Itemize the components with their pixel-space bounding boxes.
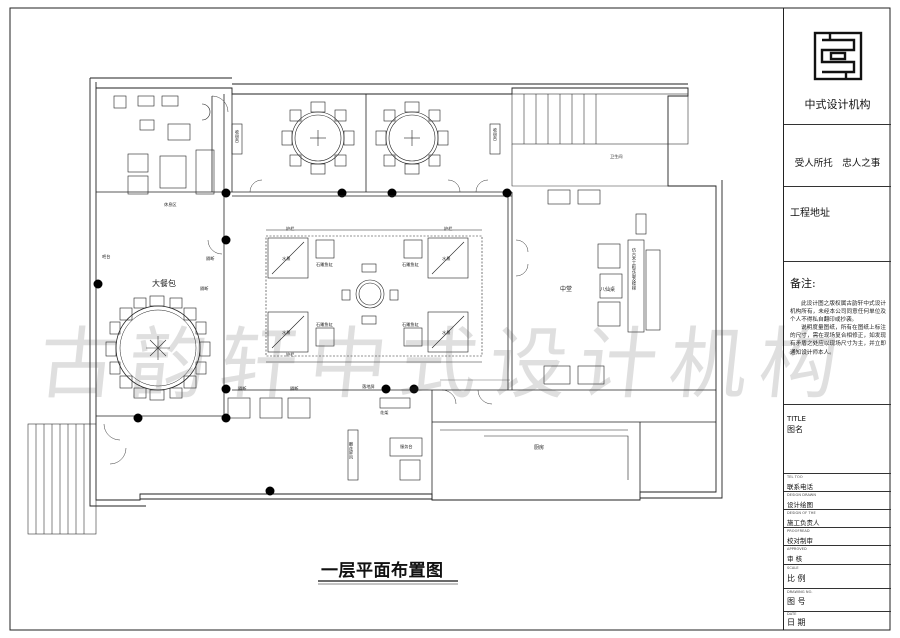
motto: 受人所托 忠人之事: [794, 158, 881, 169]
label-eight-immortals-table: 八仙桌: [600, 287, 616, 293]
exterior-walls: [89, 77, 723, 507]
sheet-border: [9, 7, 891, 631]
project-address-label: 工程地址: [790, 208, 830, 219]
tb-divider: [784, 564, 891, 565]
label-water-tank: 水景: [282, 256, 291, 261]
rest-area-furniture: [127, 149, 215, 195]
big-round-table: [105, 295, 211, 401]
label-stone-trough2: 石雕鱼缸: [402, 262, 419, 267]
label-stone-trough3: 石雕鱼缸: [316, 322, 333, 327]
row-en: TEL TOO: [787, 475, 803, 479]
row-en: APPROVED: [787, 547, 807, 551]
logo-icon: [813, 31, 863, 81]
interior-walls: [96, 94, 716, 494]
row-cn: 图 号: [787, 597, 806, 606]
row-en: DESIGN DRAWN: [787, 493, 817, 497]
dimension-lines: [270, 195, 510, 381]
label-hall: 中堂: [560, 286, 573, 293]
label-stone-trough: 石雕鱼缸: [316, 262, 333, 267]
plan-title: 一层平面布置图: [321, 561, 444, 581]
tb-divider: [784, 611, 891, 612]
row-en: SCALE: [787, 566, 799, 570]
row-cn: 审 核: [787, 555, 803, 563]
title-label: TITLE: [787, 415, 806, 423]
title-underline: [318, 580, 458, 585]
notes-paragraph: 说明度量图纸，所有在图纸上标注的尺寸，需在现场复合相修正，如发现有矛盾之处应以现…: [790, 325, 886, 356]
tb-divider: [784, 124, 891, 125]
row-en: PROOFREAD: [787, 529, 810, 533]
tb-divider: [784, 491, 891, 492]
row-cn: 联系电话: [787, 483, 813, 491]
label-guardrail: 护栏: [286, 226, 295, 231]
label-flower-rack: 花架: [380, 410, 389, 415]
label-floor-drain: 落地屏: [362, 384, 375, 389]
title-block: 中式设计机构 受人所托 忠人之事 工程地址 备注: 此设计图之版权属古韵轩中式设…: [783, 8, 891, 630]
row-en: DATE: [787, 612, 797, 616]
tb-divider: [784, 186, 891, 187]
row-cn: 校对制审: [787, 537, 813, 545]
notes-label: 备注:: [790, 277, 816, 290]
label-guardrail3: 护栏: [286, 352, 295, 357]
restroom-fixtures: [113, 95, 211, 141]
label-cashier: 收银台: [235, 130, 240, 143]
courtyard: [265, 229, 483, 363]
hall-furniture: [543, 189, 661, 385]
label-bar-table: 吧台: [102, 254, 111, 259]
row-cn: 日 期: [787, 618, 806, 627]
notes-paragraph: 此设计图之版权属古韵轩中式设计机构所有，未经本公司同意任何单位及个人不得私自翻印…: [790, 301, 886, 324]
left-stair: [27, 423, 97, 535]
tb-divider: [784, 509, 891, 510]
label-washroom: 卫生间: [610, 154, 623, 159]
label-kitchen: 厨房: [534, 445, 545, 451]
tb-divider: [784, 261, 891, 262]
row-en: DRAWING NO.: [787, 590, 813, 594]
service-area: [227, 397, 423, 481]
row-cn: 设计绘图: [787, 501, 813, 509]
label-water-tank2: 水景: [442, 256, 451, 261]
kitchen-counter: [440, 429, 629, 480]
label-rest-area: 休息区: [164, 202, 177, 207]
label-partition4: 隔断: [290, 386, 299, 391]
label-cashier2: 收银台: [493, 128, 498, 141]
label-big-private-room: 大餐包: [152, 279, 176, 288]
tb-divider: [784, 404, 891, 405]
label-service-desk: 服务台: [400, 444, 413, 449]
column-dots: [93, 188, 512, 496]
label-partition2: 隔断: [238, 386, 247, 391]
label-partition: 隔断: [200, 286, 209, 291]
right-stair: [511, 93, 689, 187]
round-table-left: [281, 101, 355, 175]
label-stone-trough4: 石雕鱼缸: [402, 322, 419, 327]
label-carved-screen: 雕花屏风: [349, 442, 354, 459]
tb-divider: [784, 588, 891, 589]
row-cn: 施工负责人: [787, 519, 820, 527]
label-water-tank3: 水景: [282, 330, 291, 335]
tb-divider: [784, 527, 891, 528]
label-partition3: 隔断: [206, 256, 215, 261]
label-vertical-cabinet: 仿古木工柜花窗及楼梯: [632, 248, 637, 290]
notes-body: 此设计图之版权属古韵轩中式设计机构所有，未经本公司同意任何单位及个人不得私自翻印…: [790, 300, 886, 357]
label-water-tank4: 水景: [442, 330, 451, 335]
side-cabinets: [231, 123, 501, 155]
figure-name-label: 图名: [787, 425, 803, 434]
tb-divider: [784, 473, 891, 474]
row-en: DESIGN OF THE: [787, 511, 816, 515]
doors: [103, 95, 529, 465]
round-table-right: [375, 101, 449, 175]
label-guardrail2: 护栏: [444, 226, 453, 231]
org-name: 中式设计机构: [804, 98, 871, 111]
row-cn: 比 例: [787, 574, 806, 583]
tb-divider: [784, 545, 891, 546]
